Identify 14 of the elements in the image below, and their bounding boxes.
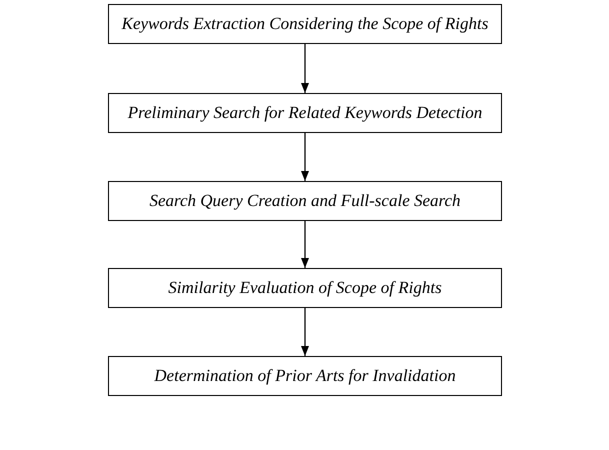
process-box	[108, 93, 502, 133]
step-text: Similarity Evaluation of Scope of Rights	[168, 277, 442, 300]
arrow	[301, 44, 309, 93]
process-box	[108, 268, 502, 308]
arrow	[301, 221, 309, 268]
step-text: Preliminary Search for Related Keywords Detection	[128, 102, 482, 124]
arrow	[301, 308, 309, 356]
step-text: Search Query Creation and Full-scale Search	[149, 190, 461, 212]
step-text: Keywords Extraction Considering the Scope of Rights	[122, 13, 488, 36]
process-box	[108, 4, 502, 44]
process-box	[108, 181, 502, 221]
step-text: Determination of Prior Arts for Invalidation	[154, 365, 456, 388]
process-box	[108, 356, 502, 396]
arrow	[301, 133, 309, 181]
